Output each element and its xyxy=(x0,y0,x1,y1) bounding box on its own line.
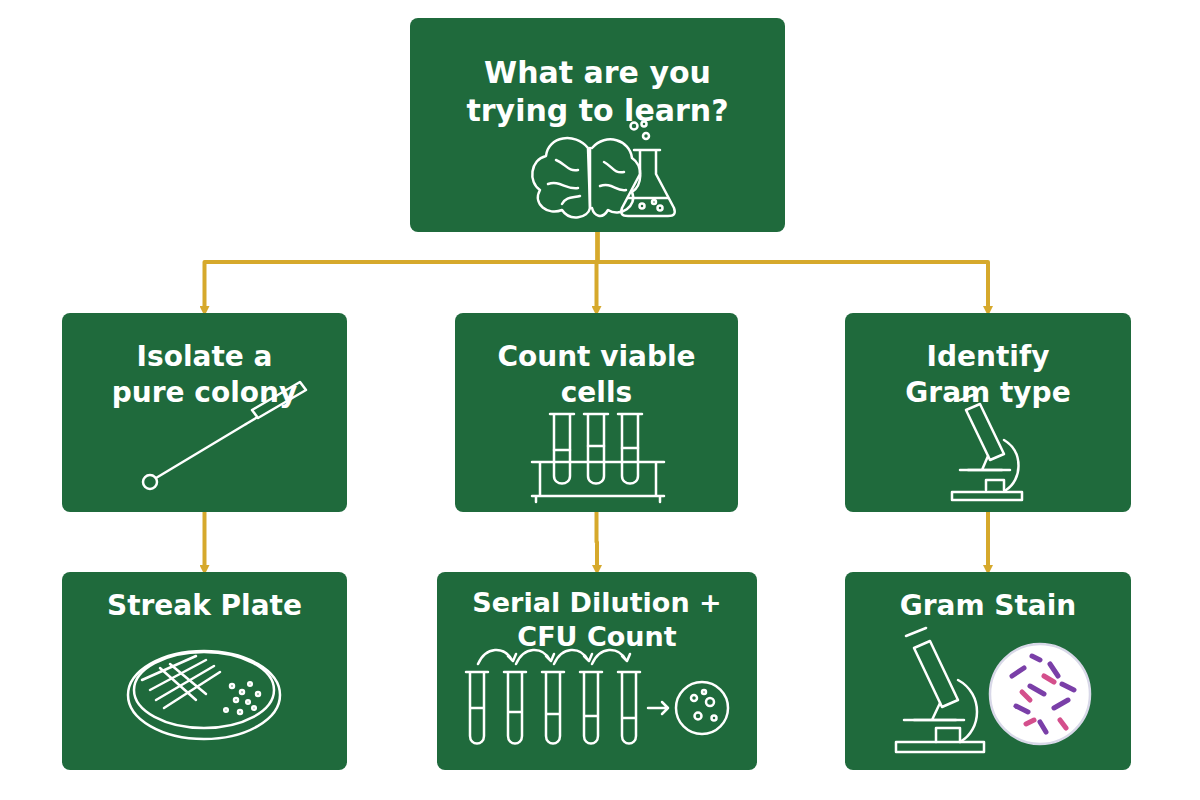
serial-dilution-icon xyxy=(466,650,728,744)
test-tube-rack-icon xyxy=(532,414,664,502)
flow-arrow xyxy=(598,232,989,311)
node-label: Streak Plate xyxy=(75,588,335,624)
goal-box: Count viable cells xyxy=(455,313,738,512)
loop-icon xyxy=(143,382,306,489)
flow-arrow xyxy=(595,512,600,570)
goal-box: Identify Gram type xyxy=(845,313,1131,512)
flask-icon xyxy=(621,122,675,217)
node-label: What are you trying to learn? xyxy=(463,54,733,130)
flow-arrow xyxy=(203,512,207,570)
node-label: Isolate a pure colony xyxy=(105,339,305,411)
microscope-icon xyxy=(952,394,1022,500)
flow-arrow xyxy=(986,512,990,570)
method-box: Gram Stain xyxy=(845,572,1131,770)
gram-stain-icon xyxy=(896,628,1090,752)
node-label: Count viable cells xyxy=(492,339,702,411)
node-label: Serial Dilution + CFU Count xyxy=(462,586,732,654)
node-label: Gram Stain xyxy=(858,588,1118,624)
goal-box: Isolate a pure colony xyxy=(62,313,347,512)
node-label: Identify Gram type xyxy=(881,339,1096,411)
streak-plate-icon xyxy=(128,651,280,739)
flow-arrow xyxy=(205,232,598,311)
question-box: What are you trying to learn? xyxy=(410,18,785,232)
